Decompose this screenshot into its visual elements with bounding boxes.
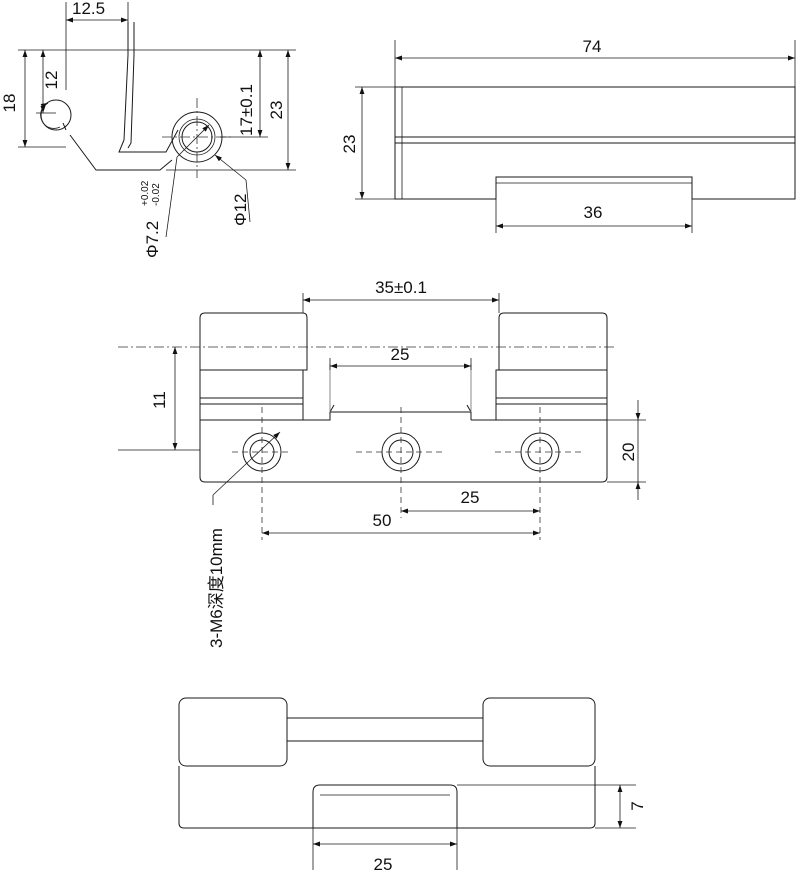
plate-step-left (302, 400, 472, 421)
outer-leader (245, 179, 251, 223)
dim-label-36: 36 (584, 203, 603, 222)
dim-label-7: 7 (628, 801, 647, 810)
dim-label-18: 18 (0, 94, 19, 113)
dim-label-bore: Φ7.2 (143, 221, 162, 258)
hole-leader-arrow (212, 431, 281, 496)
hole-2 (356, 407, 446, 518)
side-edge (62, 122, 67, 131)
side-profile-outer (118, 22, 179, 153)
side-profile-lower (69, 134, 173, 171)
dim-label-17: 17±0.1 (237, 84, 256, 136)
bottom-knuckle-right (482, 697, 596, 767)
tol-lower: -0.02 (151, 183, 162, 206)
side-profile-inner (127, 22, 135, 149)
dim-label-20: 20 (619, 443, 638, 462)
tol-upper: +0.02 (140, 180, 151, 206)
dim-label-11: 11 (150, 391, 169, 409)
hole-3 (495, 407, 585, 540)
plate-step-right (471, 400, 497, 421)
bore-leader (165, 156, 178, 238)
dim-label-12: 12 (42, 71, 61, 90)
top-view: 74 23 36 (340, 37, 796, 233)
chamfer-left (329, 404, 335, 413)
main-plate (199, 312, 608, 483)
dim-label-25-top: 25 (391, 345, 410, 364)
dim-label-outer: Φ12 (231, 194, 250, 226)
side-view: 12.5 18 12 17±0.1 23 Φ7.2 +0.02 -0.02 Φ1… (0, 0, 296, 258)
front-view: 35±0.1 25 11 20 25 50 3-M6深度10mm (118, 278, 646, 648)
bottom-knuckle-left (178, 697, 288, 767)
dim-label-35: 35±0.1 (375, 278, 427, 297)
bottom-cutout (312, 784, 458, 828)
hole-1 (232, 407, 292, 540)
outer-leader-arrow (214, 154, 247, 181)
chamfer-right (466, 404, 472, 413)
top-outline (394, 86, 796, 200)
bottom-view: 7 25 (178, 697, 647, 873)
dim-label-25-bottom: 25 (461, 488, 480, 507)
bottom-leaf (178, 766, 596, 829)
dim-label-23-top: 23 (340, 135, 359, 154)
dim-label-12-5: 12.5 (72, 0, 105, 18)
dim-label-23-side: 23 (267, 101, 286, 120)
pin-circle (40, 99, 72, 131)
left-knuckle (205, 312, 308, 400)
pin-rotation-arrow (40, 102, 61, 129)
dim-label-50: 50 (373, 511, 392, 530)
bore-leader-arrow (176, 124, 210, 158)
dim-label-74: 74 (583, 37, 602, 56)
dim-label-25-bottomview: 25 (374, 855, 393, 873)
right-knuckle (495, 312, 608, 420)
hole-callout: 3-M6深度10mm (207, 528, 226, 648)
